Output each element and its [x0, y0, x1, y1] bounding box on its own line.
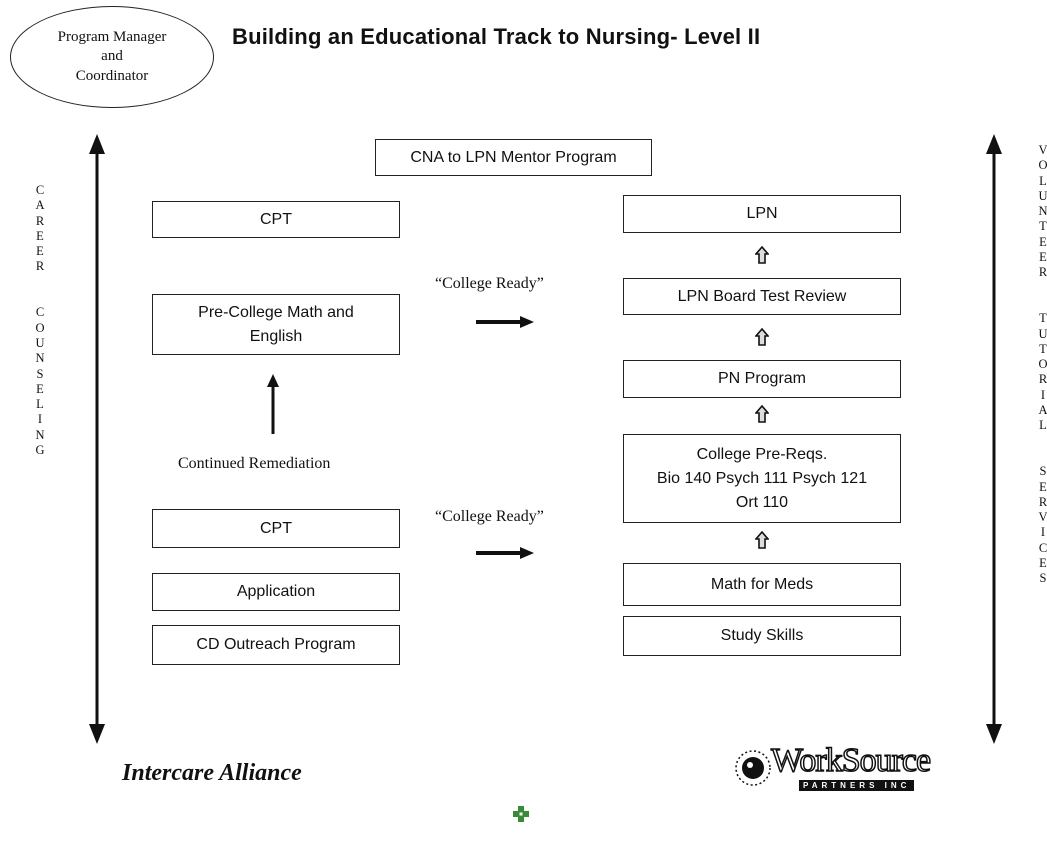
- study-skills-box: Study Skills: [623, 616, 901, 656]
- study-skills-text: Study Skills: [720, 627, 804, 644]
- outreach-text: CD Outreach Program: [196, 636, 356, 653]
- application-box: Application: [152, 573, 400, 611]
- diagram-title: Building an Educational Track to Nursing…: [232, 24, 761, 49]
- mentor-program-box: CNA to LPN Mentor Program: [375, 139, 652, 176]
- up-arrow-icon: [755, 328, 769, 346]
- prereqs-line1: College Pre-Reqs.: [696, 445, 828, 463]
- worksource-logo: WorkSource PARTNERS INC: [733, 740, 973, 796]
- cpt-top-text: CPT: [260, 210, 292, 228]
- career-counseling-double-arrow: [89, 134, 105, 744]
- remediation-up-arrow: [267, 374, 279, 434]
- college-ready-top-label: “College Ready”: [435, 275, 544, 292]
- continued-remediation-label: Continued Remediation: [178, 455, 331, 472]
- college-ready-bottom-label: “College Ready”: [435, 508, 544, 525]
- prereqs-box: College Pre-Reqs. Bio 140 Psych 111 Psyc…: [623, 434, 901, 523]
- cpt-bottom-text: CPT: [260, 519, 292, 537]
- math-for-meds-box: Math for Meds: [623, 563, 901, 606]
- worksource-globe-icon: [735, 750, 771, 786]
- worksource-logo-sub: PARTNERS INC: [799, 780, 915, 791]
- board-review-text: LPN Board Test Review: [677, 287, 847, 305]
- lpn-text: LPN: [746, 205, 778, 222]
- up-arrow-icon: [755, 405, 769, 423]
- college-ready-top-arrow: [476, 316, 534, 328]
- green-cross-mark-icon: [513, 806, 529, 822]
- program-manager-ellipse: Program Manager and Coordinator: [10, 6, 214, 108]
- up-arrow-icon: [755, 531, 769, 549]
- board-review-box: LPN Board Test Review: [623, 278, 901, 315]
- up-arrow-icon: [755, 246, 769, 264]
- worksource-logo-name: WorkSource: [770, 741, 932, 780]
- mentor-program-text: CNA to LPN Mentor Program: [410, 148, 617, 166]
- pre-college-text: Pre-College Math and English: [198, 303, 354, 345]
- application-text: Application: [236, 583, 316, 600]
- cpt-top-box: CPT: [152, 201, 400, 238]
- prereqs-line2: Bio 140 Psych 111 Psych 121: [656, 469, 868, 487]
- college-ready-bottom-arrow: [476, 547, 534, 559]
- pre-college-box: Pre-College Math and English: [152, 294, 400, 355]
- cpt-bottom-box: CPT: [152, 509, 400, 548]
- ellipse-text: Program Manager and Coordinator: [57, 28, 167, 84]
- lpn-box: LPN: [623, 195, 901, 233]
- pn-program-text: PN Program: [717, 370, 807, 387]
- volunteer-tutorial-double-arrow: [986, 134, 1002, 744]
- math-for-meds-text: Math for Meds: [710, 575, 814, 593]
- prereqs-line3: Ort 110: [735, 493, 789, 511]
- intercare-alliance-label: Intercare Alliance: [122, 760, 302, 786]
- outreach-box: CD Outreach Program: [152, 625, 400, 665]
- volunteer-tutorial-label: V O L U N T E E R T U T O R I A L S E R …: [1038, 143, 1047, 586]
- pn-program-box: PN Program: [623, 360, 901, 398]
- career-counseling-label: C A R E E R C O U N S E L I N G: [35, 183, 45, 458]
